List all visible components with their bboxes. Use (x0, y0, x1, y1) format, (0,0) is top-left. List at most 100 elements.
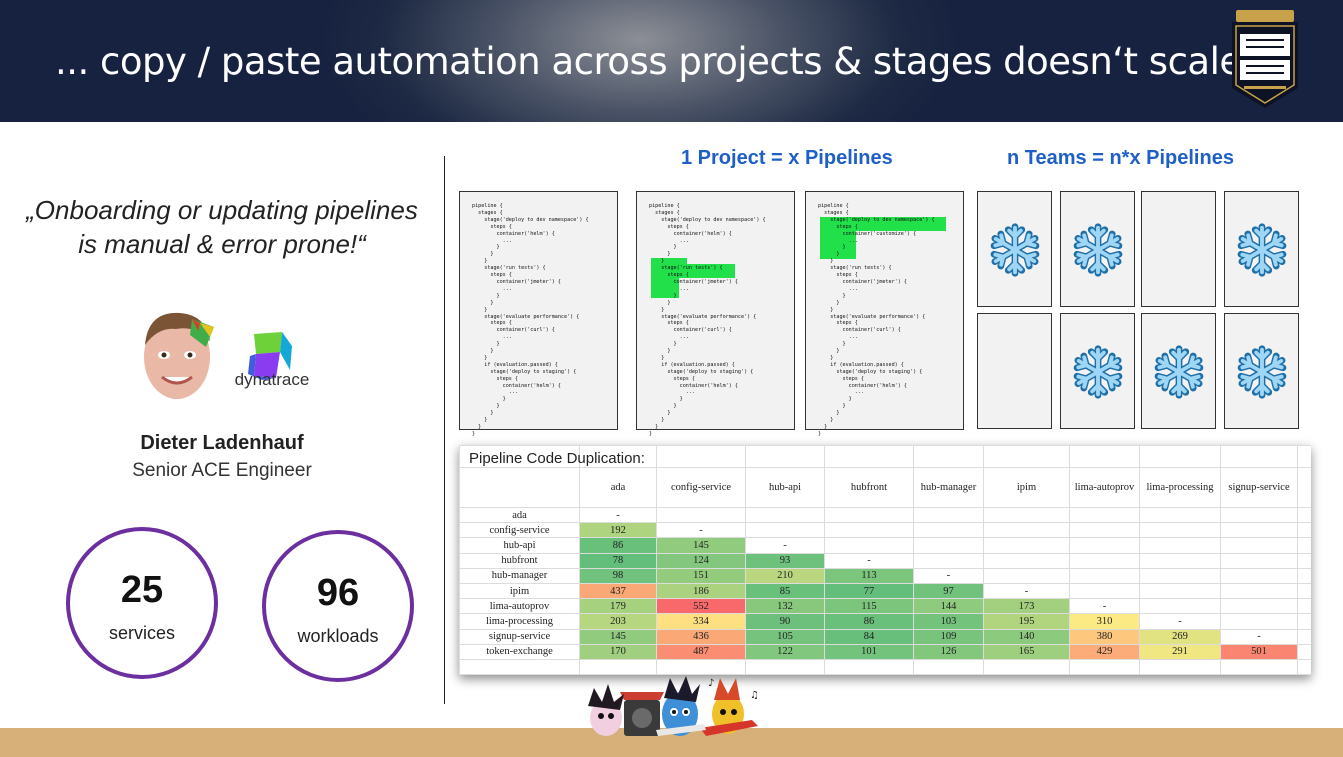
table-cell (1139, 506, 1221, 524)
table-cell: - (1069, 598, 1140, 615)
table-cell: 103 (913, 613, 984, 630)
table-cell (1220, 567, 1298, 584)
table-cell: 101 (824, 643, 914, 660)
table-cell (1069, 582, 1140, 600)
table-cell: 84 (824, 628, 914, 645)
dynatrace-icon (248, 332, 292, 380)
table-cell: 151 (656, 567, 746, 584)
table-cell (1139, 598, 1221, 615)
stat-value: 25 (120, 569, 164, 611)
vertical-divider (444, 156, 445, 704)
table-cell: 501 (1220, 643, 1298, 660)
table-cell (983, 552, 1070, 569)
table-cell: - (1220, 628, 1298, 645)
table-cell (1220, 506, 1298, 524)
pipeline-code: pipeline { stages { stage('deploy to dev… (818, 203, 935, 437)
table-cell: 144 (913, 598, 984, 615)
stat-label: services (108, 623, 175, 643)
stat-label: workloads (297, 626, 379, 646)
team-card (1141, 313, 1216, 429)
table-cell (983, 537, 1070, 554)
table-cell (913, 506, 984, 524)
snowflake-icon (1073, 345, 1123, 399)
table-cell (1220, 552, 1298, 569)
speaker-avatar (144, 312, 214, 399)
table-cell (1220, 598, 1298, 615)
team-card (977, 313, 1052, 429)
table-cell: 124 (656, 552, 746, 569)
column-header: ada (579, 467, 657, 508)
team-card (1060, 191, 1135, 307)
column-header: hubfront (824, 467, 914, 508)
row-label: hub-manager (459, 567, 580, 584)
pac-hero-logo (1232, 10, 1298, 108)
table-cell: 86 (824, 613, 914, 630)
speaker-role: Senior ACE Engineer (132, 460, 312, 481)
table-cell (1139, 552, 1221, 569)
svg-text:♪: ♪ (708, 678, 714, 689)
table-cell (983, 522, 1070, 539)
table-cell: 310 (1069, 613, 1140, 630)
quote-line-1: „Onboarding or updating pipelines (26, 195, 418, 225)
pipeline-card: pipeline { stages { stage('deploy to dev… (459, 191, 618, 437)
snowflake-icon (1154, 345, 1204, 399)
row-label: ada (459, 506, 580, 524)
table-cell: 165 (983, 643, 1070, 660)
table-cell (824, 522, 914, 539)
table-cell: 195 (983, 613, 1070, 630)
table-cell: 105 (745, 628, 825, 645)
table-cell (1220, 522, 1298, 539)
table-cell: 192 (579, 522, 657, 539)
table-cell: 109 (913, 628, 984, 645)
team-card (1141, 191, 1216, 307)
table-cell: 122 (745, 643, 825, 660)
table-cell (1220, 582, 1298, 600)
column-header: hub-manager (913, 467, 984, 508)
table-cell (1220, 613, 1298, 630)
band-mascots-icon: ♪ ♫ (588, 676, 759, 736)
row-label: hubfront (459, 552, 580, 569)
table-cell: 173 (983, 598, 1070, 615)
table-cell (1069, 506, 1140, 524)
table-cell: 380 (1069, 628, 1140, 645)
table-cell: 126 (913, 643, 984, 660)
code-highlight (820, 231, 856, 259)
table-cell: 291 (1139, 643, 1221, 660)
table-cell (1139, 567, 1221, 584)
pipeline-code: pipeline { stages { stage('deploy to dev… (472, 203, 589, 437)
table-cell (913, 552, 984, 569)
column-header: signup-service (1220, 467, 1298, 508)
table-cell (983, 567, 1070, 584)
row-label: config-service (459, 522, 580, 539)
quote: „Onboarding or updating pipelines is man… (0, 193, 444, 261)
row-label: lima-autoprov (459, 598, 580, 615)
table-cell (1069, 537, 1140, 554)
pipeline-card: pipeline { stages { stage('deploy to dev… (636, 191, 795, 437)
column-header: config-service (656, 467, 746, 508)
table-cell: 113 (824, 567, 914, 584)
table-cell: 186 (656, 582, 746, 600)
table-cell: 78 (579, 552, 657, 569)
code-highlight (651, 264, 735, 278)
table-cell: 145 (656, 537, 746, 554)
table-cell: - (824, 552, 914, 569)
column-header: lima-autoprov (1069, 467, 1140, 508)
table-cell (1139, 582, 1221, 600)
table-cell: 437 (579, 582, 657, 600)
column-header: ipim (983, 467, 1070, 508)
team-card (977, 191, 1052, 307)
table-cell: 269 (1139, 628, 1221, 645)
table-cell: - (656, 522, 746, 539)
table-cell: 203 (579, 613, 657, 630)
team-card (1224, 191, 1299, 307)
snowflake-icon (1073, 223, 1123, 277)
table-cell: - (1139, 613, 1221, 630)
table-cell: 334 (656, 613, 746, 630)
